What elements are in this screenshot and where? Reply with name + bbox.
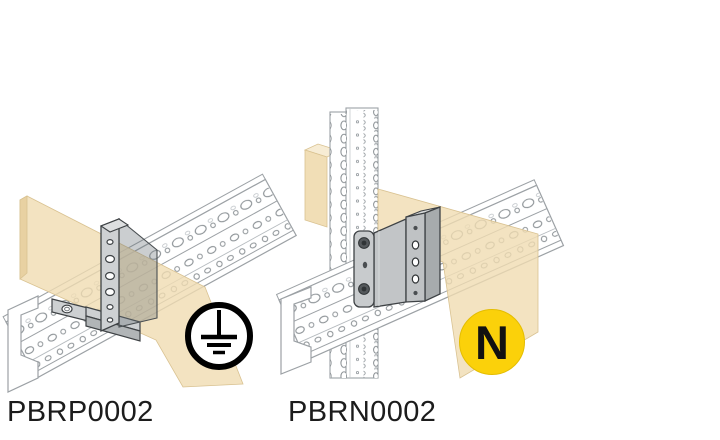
bracket-hole: [106, 304, 114, 311]
plate-hole: [413, 225, 418, 231]
tab-hole: [61, 304, 73, 314]
neutral-bracket: [353, 206, 441, 308]
bracket-hole: [104, 287, 115, 297]
tab-hole-inner: [64, 306, 70, 312]
bracket-hole: [106, 239, 114, 246]
neutral-letter: N: [475, 316, 509, 369]
rail-end-cap: [7, 295, 39, 393]
figure-neutral-support: N: [275, 107, 565, 379]
protective-earth-icon: [185, 302, 253, 370]
bracket-hole: [104, 254, 115, 264]
plate-hole: [411, 257, 420, 267]
flange-screw-center: [361, 286, 367, 292]
neutral-badge-circle: [459, 309, 525, 375]
bracket-hole: [106, 317, 114, 323]
busbar-end-face: [19, 195, 28, 280]
figure-earth-support: [2, 173, 298, 393]
flange-hole: [362, 261, 368, 269]
plate-hole: [411, 240, 420, 250]
part-code-left: PBRP0002: [7, 396, 154, 428]
rail-end-cap: [280, 286, 312, 375]
bracket-plate-side: [424, 206, 441, 303]
neutral-icon: N: [459, 309, 525, 375]
bracket-hole: [104, 271, 115, 281]
busbar-front-face: [304, 149, 328, 228]
bracket-top-bend: [99, 218, 130, 233]
plate-hole: [413, 290, 418, 296]
part-code-right: PBRN0002: [288, 396, 437, 428]
earth-bracket: [51, 217, 158, 342]
flange-screw-center: [361, 240, 367, 246]
plate-hole: [411, 274, 420, 284]
